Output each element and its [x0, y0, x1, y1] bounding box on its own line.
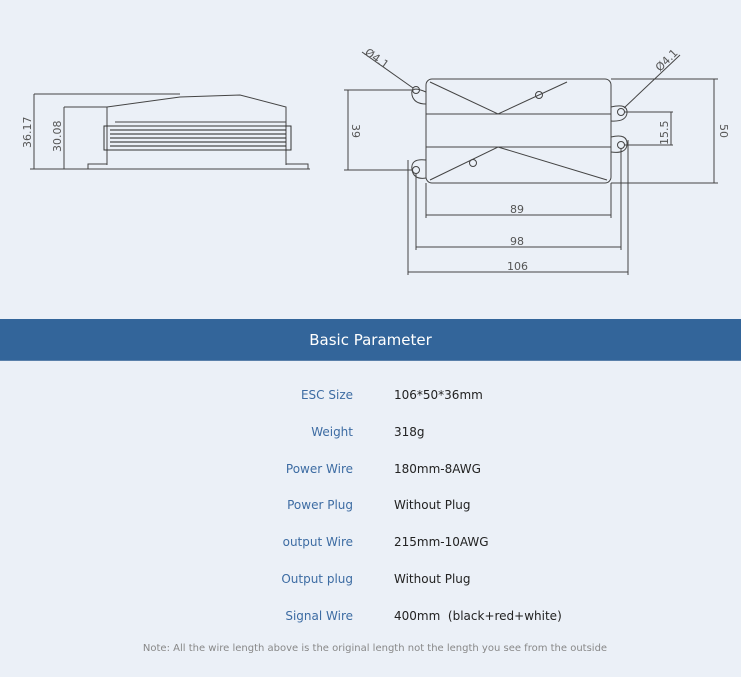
param-value: 106*50*36mm — [394, 388, 483, 402]
param-row: Weight 318g — [0, 422, 741, 442]
param-label: ESC Size — [300, 388, 353, 402]
param-label: Weight — [311, 425, 353, 439]
param-value: 400mm (black+red+white) — [394, 609, 562, 623]
dimension-drawing: 36.17 30.08 39 Ø4.1 Ø4.1 15.5 50 89 98 1… — [21, 46, 730, 275]
param-row: Power Plug Without Plug — [0, 495, 741, 515]
param-label: Power Wire — [285, 462, 353, 476]
note: Note: All the wire length above is the o… — [142, 643, 608, 654]
dim-39: 39 — [349, 124, 362, 138]
section-title: Basic Parameter — [0, 319, 741, 361]
top-view — [344, 51, 718, 275]
dim-106: 106 — [507, 260, 528, 273]
param-value: 318g — [394, 425, 425, 439]
dim-36-17: 36.17 — [21, 117, 34, 149]
param-row: output Wire 215mm-10AWG — [0, 532, 741, 552]
param-value: 180mm-8AWG — [394, 462, 481, 476]
param-label: Power Plug — [287, 498, 353, 512]
dim-30-08: 30.08 — [51, 121, 64, 153]
param-value: Without Plug — [394, 498, 471, 512]
param-row: ESC Size 106*50*36mm — [0, 385, 741, 405]
param-row: Output plug Without Plug — [0, 569, 741, 589]
dim-15-5: 15.5 — [658, 121, 671, 146]
side-view — [30, 93, 310, 170]
param-label: Signal Wire — [285, 609, 353, 623]
param-label: output Wire — [282, 535, 353, 549]
dim-hole-left: Ø4.1 — [362, 46, 391, 72]
param-row: Signal Wire 400mm (black+red+white) — [0, 606, 741, 626]
param-label: Output plug — [281, 572, 353, 586]
param-value: 215mm-10AWG — [394, 535, 489, 549]
param-value: Without Plug — [394, 572, 471, 586]
dim-50: 50 — [717, 124, 730, 138]
dim-hole-right: Ø4.1 — [653, 46, 681, 74]
dim-98: 98 — [510, 235, 524, 248]
dim-89: 89 — [510, 203, 524, 216]
param-row: Power Wire 180mm-8AWG — [0, 459, 741, 479]
